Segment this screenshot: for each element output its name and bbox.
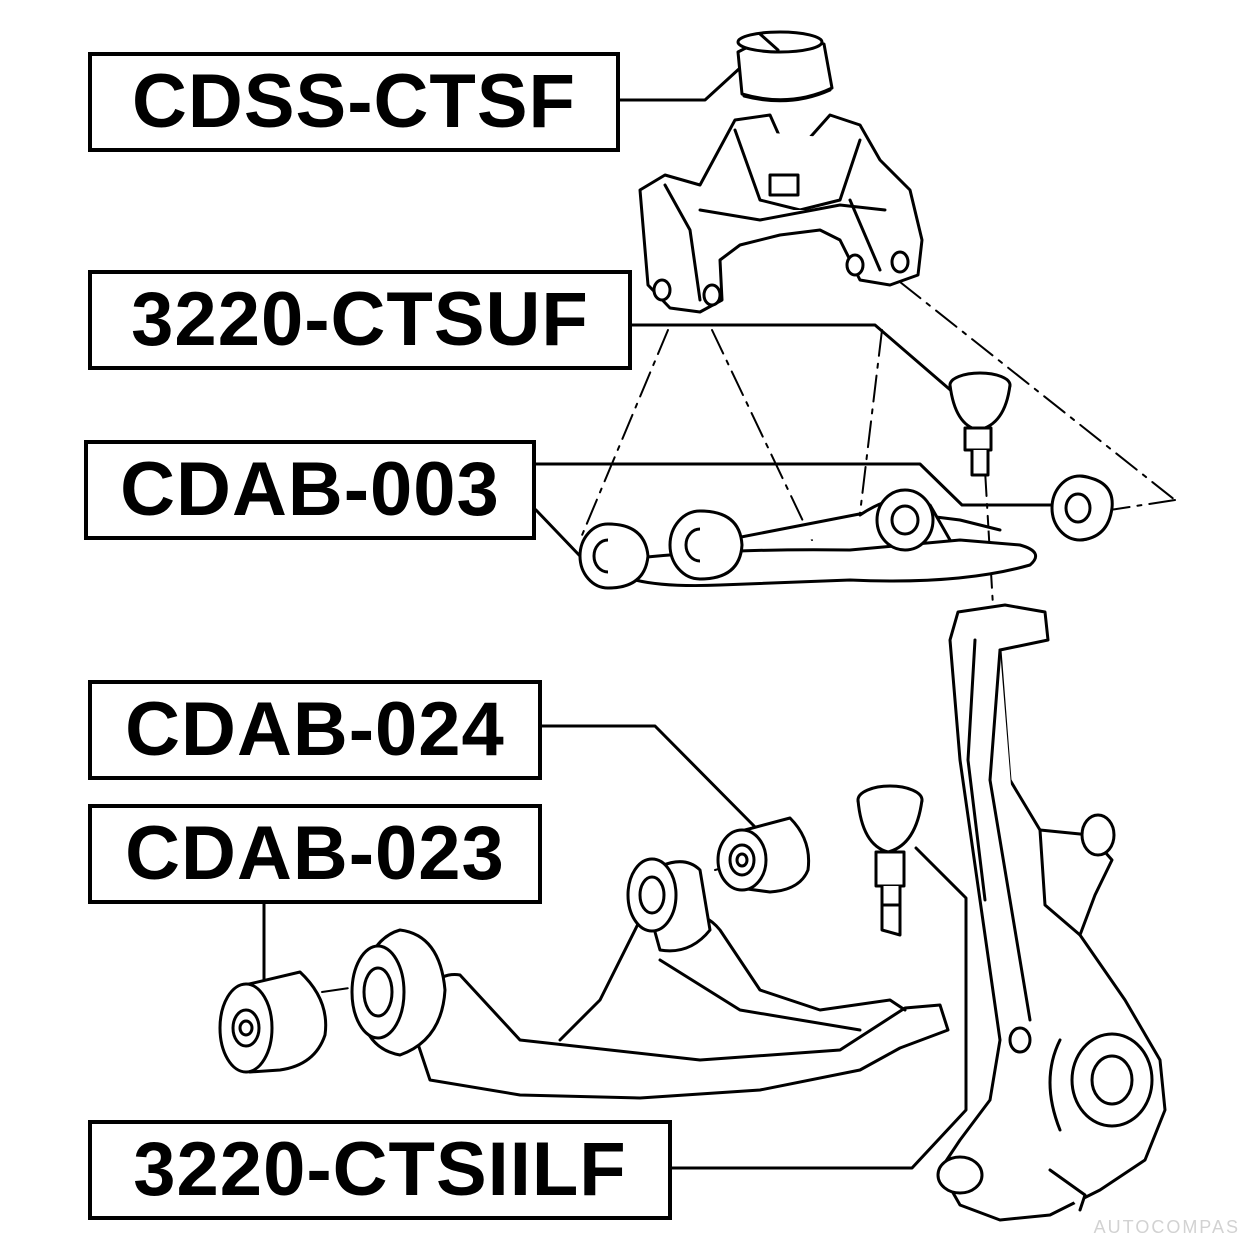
steering-knuckle (936, 603, 1167, 1222)
lower-ball-joint (856, 784, 924, 937)
upper-arm-bushings (578, 474, 1114, 590)
lower-control-arm (350, 857, 950, 1100)
part-label-cdab-003: CDAB-003 (84, 440, 536, 540)
part-label-cdss-ctsf: CDSS-CTSF (88, 52, 620, 152)
leader-cdab-003 (534, 462, 1054, 507)
leader-cdab-024 (540, 724, 762, 834)
lower-arm-bushing-front (218, 970, 328, 1074)
part-label-3220-ctsuf: 3220-CTSUF (88, 270, 632, 370)
leader-cdab-003-b (534, 508, 582, 558)
part-label-cdab-023: CDAB-023 (88, 804, 542, 904)
upper-ball-joint (948, 371, 1012, 477)
part-label-cdab-024: CDAB-024 (88, 680, 542, 780)
leader-3220-ctsiilf (670, 846, 968, 1170)
leader-3220-ctsuf (630, 323, 964, 402)
watermark: AUTOCOMPAS (1093, 1217, 1240, 1237)
top-mount-bushing (736, 30, 834, 103)
part-label-3220-ctsiilf: 3220-CTSIILF (88, 1120, 672, 1220)
upper-bracket (638, 113, 924, 314)
leader-cdss-ctsf (618, 66, 742, 102)
lower-arm-bushing-rear (716, 816, 811, 894)
leader-lines (262, 66, 1054, 1170)
